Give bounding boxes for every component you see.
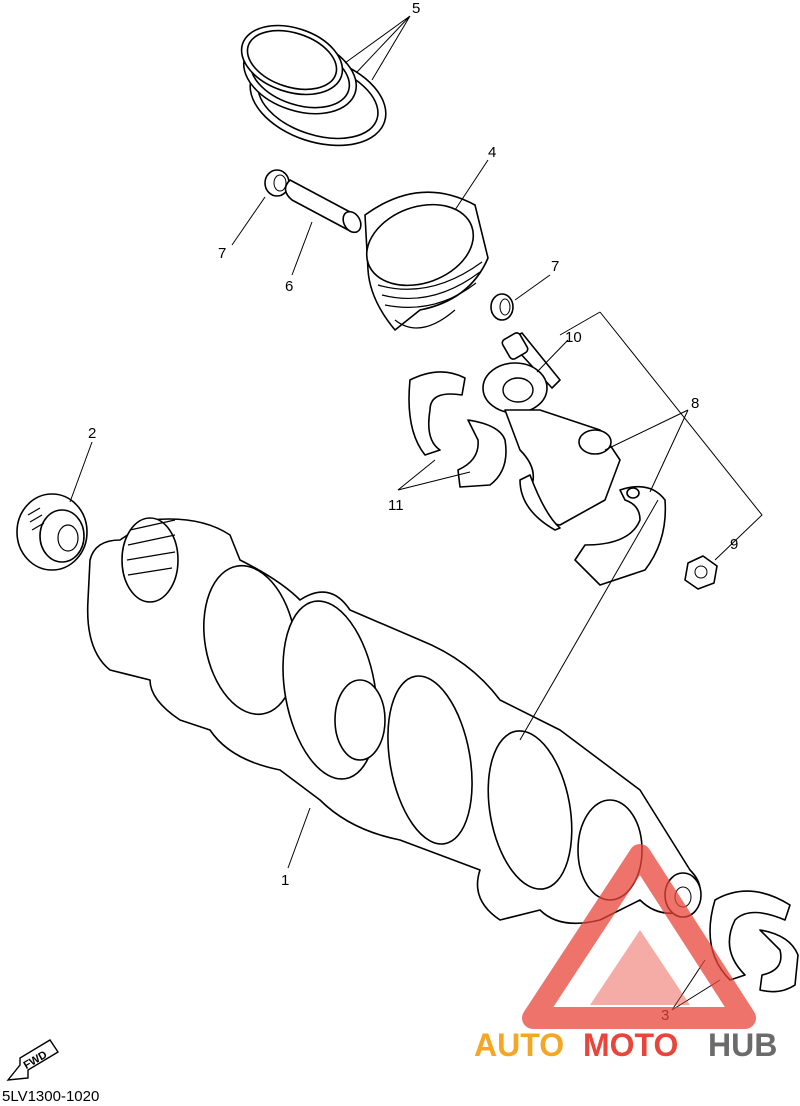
watermark-moto: MOTO xyxy=(583,1027,678,1063)
leader-lines xyxy=(69,15,763,1011)
callout-9: 9 xyxy=(730,536,738,553)
callout-7-right: 7 xyxy=(551,258,559,275)
piston xyxy=(364,191,489,331)
callout-6: 6 xyxy=(285,278,293,295)
callout-2: 2 xyxy=(88,425,96,442)
connecting-rod-cap xyxy=(574,485,667,586)
callout-7-left: 7 xyxy=(218,245,226,262)
automotohub-watermark: AUTO MOTO HUB xyxy=(474,844,777,1063)
callout-1: 1 xyxy=(281,872,289,889)
callout-5: 5 xyxy=(412,0,420,17)
callout-10: 10 xyxy=(565,329,582,346)
crank-gear xyxy=(16,493,88,571)
diagram-code: 5LV1300-1020 xyxy=(2,1088,100,1105)
circlip-right xyxy=(490,293,514,321)
callout-8: 8 xyxy=(691,395,699,412)
watermark-auto: AUTO xyxy=(474,1027,564,1063)
fwd-arrow-icon: FWD xyxy=(6,1039,59,1081)
callout-11: 11 xyxy=(388,497,404,514)
piston-pin xyxy=(284,179,362,234)
fwd-label: FWD xyxy=(22,1049,50,1072)
piston-rings xyxy=(240,24,387,147)
main-bearings xyxy=(709,890,799,993)
crankshaft xyxy=(86,517,702,925)
watermark-hub: HUB xyxy=(708,1027,777,1063)
connecting-rod-nut xyxy=(684,555,718,590)
connecting-rod xyxy=(482,362,621,531)
callout-4: 4 xyxy=(488,144,496,161)
connecting-rod-bearings xyxy=(408,371,507,488)
